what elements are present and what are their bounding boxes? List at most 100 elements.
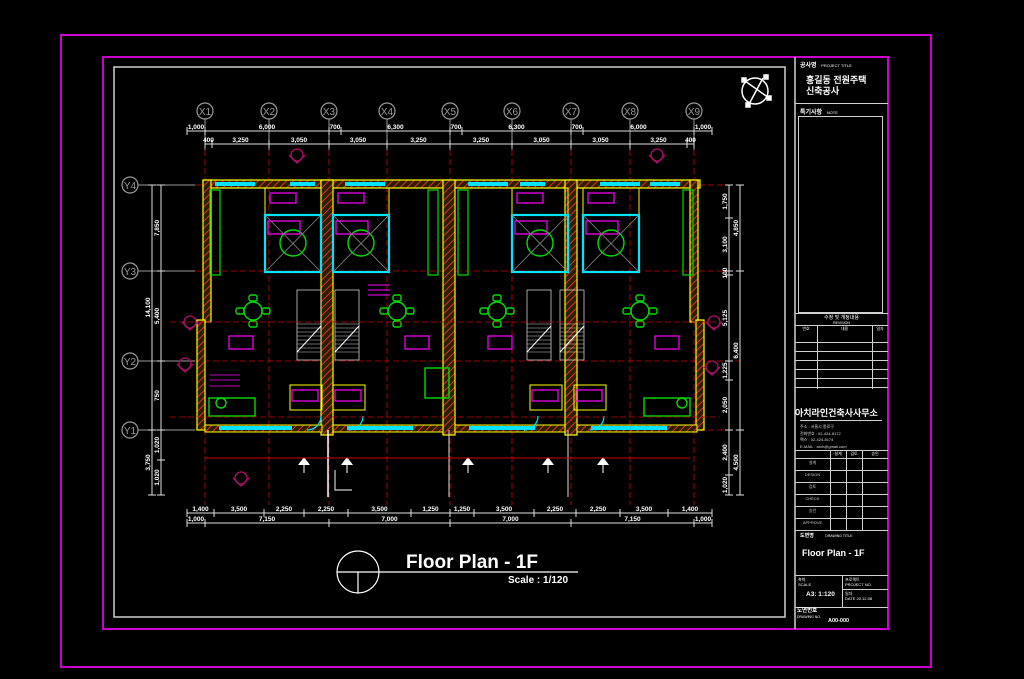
svg-text:3,500: 3,500	[231, 506, 248, 513]
inner-sheet-border	[102, 56, 889, 630]
stair-1	[296, 289, 322, 361]
svg-text:1,020: 1,020	[154, 469, 161, 486]
sign-row-label: APPROVE	[802, 520, 823, 525]
room-tag	[335, 220, 369, 235]
drawing-title-label-ko: 도면명	[800, 533, 814, 539]
office-address: 주소 : 서울시 종로구	[800, 424, 834, 429]
ldk-tag	[404, 335, 430, 350]
svg-text:100: 100	[722, 267, 729, 278]
room-tag	[531, 389, 559, 402]
svg-text:Y4: Y4	[124, 181, 137, 192]
svg-text:3,250: 3,250	[473, 137, 490, 144]
drawing-scale: Scale : 1/120	[508, 575, 568, 586]
sign-row-label: DESIGN	[804, 472, 821, 477]
east-wall-lower	[695, 319, 705, 431]
revision-header-content: 내용	[840, 326, 849, 331]
date-value: DATE 20.12.08	[845, 596, 873, 601]
svg-text:6,000: 6,000	[630, 124, 647, 131]
room-tag	[267, 220, 301, 235]
svg-text:1,000: 1,000	[695, 516, 712, 523]
room-tag	[291, 389, 319, 402]
svg-text:3,050: 3,050	[291, 137, 308, 144]
svg-text:7,000: 7,000	[381, 516, 398, 523]
project-label: 공사명 PROJECT TITLE	[800, 60, 852, 69]
svg-text:X2: X2	[263, 107, 276, 118]
room-tag	[337, 192, 365, 204]
room-tag	[514, 220, 548, 235]
svg-text:400: 400	[685, 137, 696, 144]
office-email: E-MAIL : arch@gmail.com	[800, 443, 847, 449]
office-fax: 팩스 : 02-424-8174	[800, 437, 834, 442]
sofa-1	[208, 397, 256, 417]
svg-text:2,250: 2,250	[547, 506, 564, 513]
svg-text:400: 400	[203, 137, 214, 144]
bath-2	[332, 187, 390, 216]
dressroom-1	[263, 213, 323, 274]
svg-text:2,250: 2,250	[276, 506, 293, 513]
bath-1	[264, 187, 322, 216]
svg-text:6,000: 6,000	[259, 124, 276, 131]
kitchen-counter	[209, 189, 221, 276]
svg-text:X1: X1	[199, 107, 212, 118]
sign-row	[795, 470, 888, 471]
sofa-2	[643, 397, 691, 417]
sign-header-check: 검토	[850, 451, 858, 456]
dressroom-2	[331, 213, 391, 274]
svg-text:2,050: 2,050	[722, 396, 729, 413]
project-no-label-en: PROJECT NO.	[845, 582, 872, 587]
notes-label: 특기사항 NOTE	[800, 107, 838, 116]
entrance	[289, 384, 323, 411]
svg-text:1,250: 1,250	[454, 506, 471, 513]
room-tag	[585, 220, 619, 235]
notes-label-ko: 특기사항	[800, 110, 823, 116]
svg-text:3,250: 3,250	[410, 137, 427, 144]
svg-text:1,225: 1,225	[722, 362, 729, 379]
svg-text:14,100: 14,100	[145, 297, 152, 317]
dining-table-icon	[235, 294, 271, 328]
dressroom-4	[581, 213, 641, 274]
ldk-tag	[654, 335, 680, 350]
svg-text:4,500: 4,500	[733, 454, 740, 471]
svg-text:Y2: Y2	[124, 357, 137, 368]
room-tag	[516, 192, 544, 204]
north-arrow-icon	[741, 74, 772, 108]
section-callout-icon	[176, 357, 194, 373]
date-field: 일자 DATE 20.12.08	[845, 591, 872, 601]
notes-box	[798, 116, 883, 313]
drawing-no-label-ko: 도면번호	[797, 608, 818, 614]
svg-text:700: 700	[330, 124, 341, 131]
revision-header-date: 일자	[876, 326, 884, 331]
svg-text:1,000: 1,000	[188, 516, 205, 523]
entrance	[573, 384, 607, 411]
sign-header-approve: 승인	[871, 451, 879, 456]
revision-row	[795, 387, 888, 388]
svg-text:3,050: 3,050	[350, 137, 367, 144]
project-name-line1: 홍길동 전원주택	[806, 75, 867, 85]
room-tag	[587, 192, 615, 204]
party-wall-3	[564, 179, 578, 436]
svg-text:3,250: 3,250	[650, 137, 667, 144]
svg-text:1,020: 1,020	[722, 476, 729, 493]
scale-label-ko: 축척	[798, 577, 806, 582]
section-callout-icon	[648, 148, 666, 164]
entry-arrow-icon	[298, 457, 310, 465]
section-callout-icon	[232, 471, 250, 487]
dining-table-icon	[479, 294, 515, 328]
svg-text:6,300: 6,300	[387, 124, 404, 131]
ldk-tag	[228, 335, 254, 350]
svg-text:4,850: 4,850	[733, 219, 740, 236]
room-tag	[575, 389, 603, 402]
section-callout-icon	[288, 148, 306, 164]
svg-text:700: 700	[451, 124, 462, 131]
svg-text:X3: X3	[323, 107, 336, 118]
svg-text:1,250: 1,250	[422, 506, 439, 513]
entrance	[529, 384, 563, 411]
dining-table-icon	[379, 294, 415, 328]
scale-value: A3: 1:120	[806, 591, 835, 598]
svg-text:X5: X5	[444, 107, 457, 118]
project-name-line2: 신축공사	[806, 86, 840, 96]
revision-row	[795, 351, 888, 352]
